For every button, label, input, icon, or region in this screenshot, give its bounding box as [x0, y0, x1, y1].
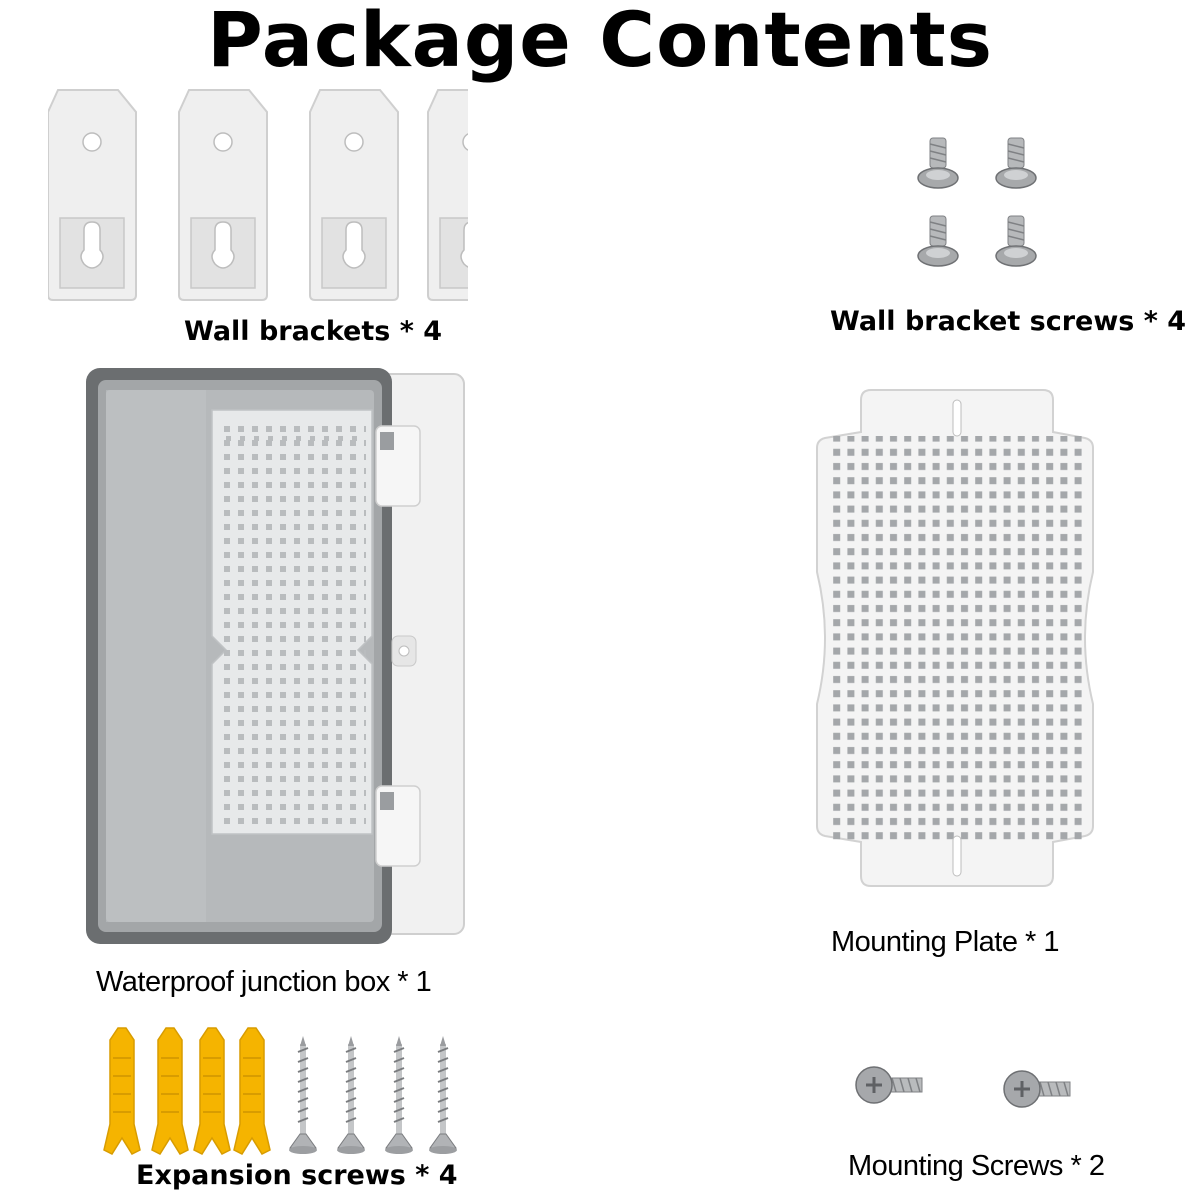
wall-brackets-image	[48, 88, 468, 303]
expansion-screws-image	[100, 1026, 460, 1158]
junction-box-label: Waterproof junction box * 1	[96, 966, 432, 998]
wall-bracket-screws-label: Wall bracket screws * 4	[830, 306, 1187, 337]
mounting-plate-label: Mounting Plate * 1	[831, 926, 1059, 958]
mounting-screws-image	[850, 1060, 1080, 1112]
junction-box-image	[80, 366, 472, 950]
wall-bracket-screws-image	[910, 130, 1060, 290]
page-title: Package Contents	[207, 0, 993, 84]
mounting-screws-label: Mounting Screws * 2	[848, 1150, 1105, 1182]
expansion-screws-label: Expansion screws * 4	[136, 1160, 458, 1191]
mounting-plate-image	[815, 388, 1095, 888]
wall-brackets-label: Wall brackets * 4	[184, 316, 443, 347]
